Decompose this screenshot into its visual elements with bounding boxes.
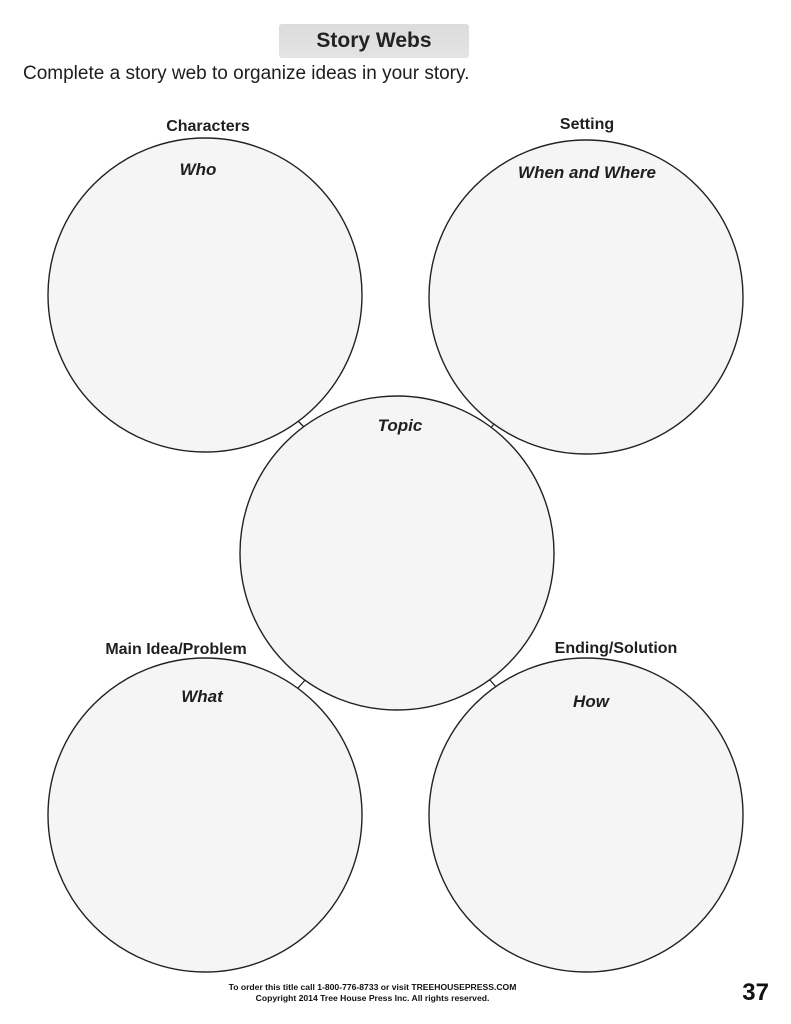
- topic-prompt: Topic: [377, 416, 423, 435]
- main-idea-prompt: What: [181, 687, 223, 706]
- topic-circle[interactable]: [239, 395, 555, 711]
- footer: To order this title call 1-800-776-8733 …: [220, 982, 525, 1004]
- main-idea-label: Main Idea/Problem: [105, 641, 247, 658]
- copyright-line: Copyright 2014 Tree House Press Inc. All…: [255, 993, 490, 1003]
- page-title-text: Story Webs: [316, 29, 432, 52]
- ending-circle[interactable]: [428, 657, 744, 973]
- instructions: Complete a story web to organize ideas i…: [23, 63, 470, 84]
- ending-label: Ending/Solution: [554, 640, 678, 657]
- ending-prompt: How: [573, 692, 609, 711]
- setting-prompt: When and Where: [518, 163, 656, 182]
- main-idea-circle[interactable]: [47, 657, 363, 973]
- page-number: 37: [742, 979, 769, 1006]
- order-line: To order this title call 1-800-776-8733 …: [228, 982, 517, 992]
- characters-label: Characters: [166, 118, 250, 135]
- setting-circle[interactable]: [428, 139, 744, 455]
- characters-circle[interactable]: [47, 137, 363, 453]
- page-title: Story Webs: [279, 24, 469, 58]
- characters-prompt: Who: [179, 160, 217, 179]
- setting-label: Setting: [559, 116, 615, 133]
